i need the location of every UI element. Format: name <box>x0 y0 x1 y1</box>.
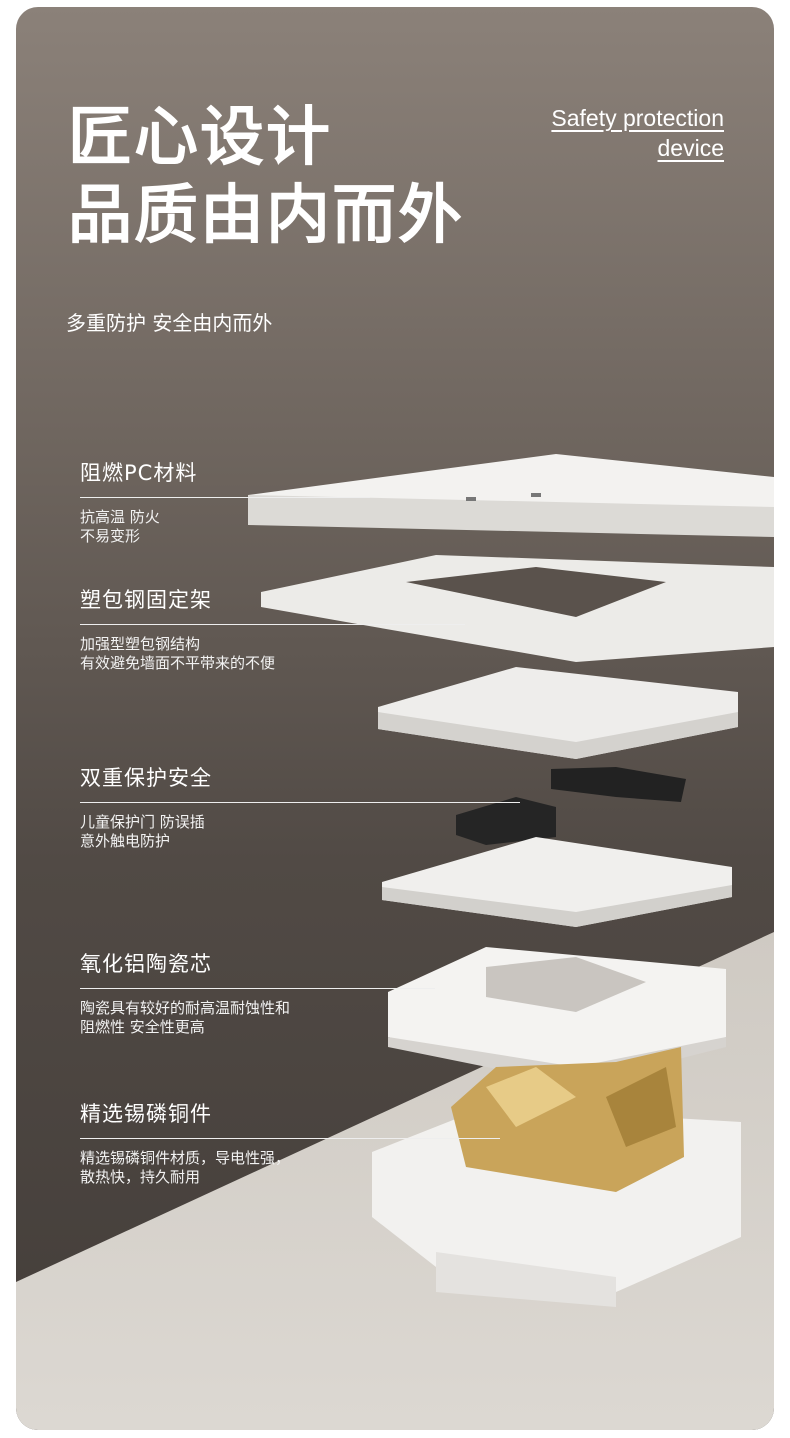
feature-title: 氧化铝陶瓷芯 <box>80 952 212 976</box>
divider <box>80 988 435 989</box>
divider <box>80 497 370 498</box>
feature-item: 双重保护安全 儿童保护门 防误插 意外触电防护 <box>80 762 520 851</box>
feature-title: 双重保护安全 <box>80 766 212 790</box>
title-line-1: 匠心设计 <box>68 101 332 175</box>
feature-desc: 不易变形 <box>80 527 141 545</box>
feature-item: 精选锡磷铜件 精选锡磷铜件材质，导电性强， 散热快，持久耐用 <box>80 1098 500 1187</box>
product-banner: 匠心设计 品质由内而外 Safety protection device 多重防… <box>16 7 774 1430</box>
title-line-2: 品质由内而外 <box>68 179 464 253</box>
feature-desc: 散热快，持久耐用 <box>80 1168 201 1186</box>
pc-panel <box>248 454 774 537</box>
feature-desc: 意外触电防护 <box>80 832 171 850</box>
feature-desc: 陶瓷具有较好的耐高温耐蚀性和 <box>80 999 291 1017</box>
english-caption: Safety protection device <box>551 103 724 163</box>
feature-desc: 有效避免墙面不平带来的不便 <box>80 654 276 672</box>
safety-shutters <box>456 767 686 845</box>
shutter-cover <box>382 837 732 927</box>
english-line-1: Safety protection <box>551 105 724 131</box>
feature-desc: 精选锡磷铜件材质，导电性强， <box>80 1149 291 1167</box>
copper-contacts-base <box>372 1047 741 1307</box>
divider <box>80 802 520 803</box>
feature-desc: 阻燃性 安全性更高 <box>80 1018 205 1036</box>
socket-exploded-view <box>248 454 774 1307</box>
feature-title: 精选锡磷铜件 <box>80 1102 212 1126</box>
base-plate <box>378 667 738 759</box>
divider <box>80 1138 500 1139</box>
english-line-2: device <box>657 135 724 161</box>
feature-item: 阻燃PC材料 抗高温 防火 不易变形 <box>80 457 370 546</box>
feature-title: 阻燃PC材料 <box>80 461 198 485</box>
subtitle: 多重防护 安全由内而外 <box>66 311 273 335</box>
steel-frame <box>261 555 774 662</box>
feature-desc: 儿童保护门 防误插 <box>80 813 205 831</box>
page-title: 匠心设计 品质由内而外 <box>68 99 464 255</box>
feature-item: 氧化铝陶瓷芯 陶瓷具有较好的耐高温耐蚀性和 阻燃性 安全性更高 <box>80 948 435 1037</box>
feature-desc: 抗高温 防火 <box>80 508 160 526</box>
feature-item: 塑包钢固定架 加强型塑包钢结构 有效避免墙面不平带来的不便 <box>80 584 465 673</box>
feature-title: 塑包钢固定架 <box>80 588 212 612</box>
divider <box>80 624 465 625</box>
feature-desc: 加强型塑包钢结构 <box>80 635 201 653</box>
